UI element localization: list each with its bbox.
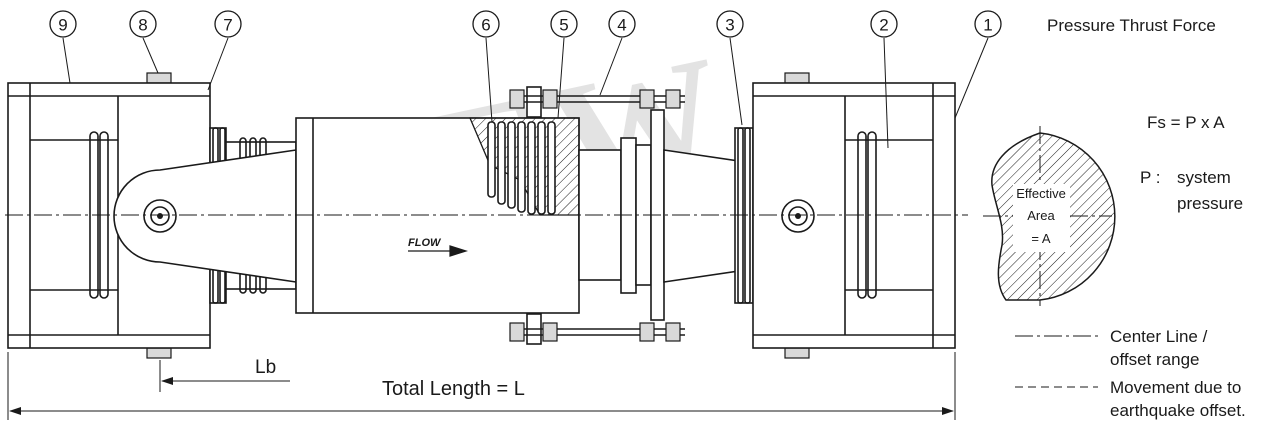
callout-4: 4 — [599, 10, 636, 96]
left-hinge-arm — [113, 149, 297, 283]
left-top-nut — [146, 72, 172, 84]
legend-title: Pressure Thrust Force — [1047, 16, 1216, 35]
legend-centerline-entry: Center Line / offset range — [1015, 327, 1208, 369]
callout-9-number: 9 — [58, 16, 67, 35]
legend-movement-line1: Movement due to — [1110, 378, 1241, 397]
area-label-1: Effective — [1016, 186, 1066, 201]
callout-1-number: 1 — [983, 16, 992, 35]
callout-2-number: 2 — [879, 16, 888, 35]
callout-3-number: 3 — [725, 16, 734, 35]
callout-2: 2 — [870, 10, 898, 149]
legend-movement-line2: earthquake offset. — [1110, 401, 1246, 420]
inner-bellows — [487, 121, 556, 215]
callout-1: 1 — [954, 10, 1002, 119]
right-top-nut — [784, 72, 810, 84]
callout-3: 3 — [716, 10, 744, 126]
flow-label: FLOW — [408, 237, 442, 249]
legend-centerline-line2: offset range — [1110, 350, 1199, 369]
callout-8-number: 8 — [138, 16, 147, 35]
lb-label: Lb — [255, 357, 276, 378]
callout-6-number: 6 — [481, 16, 490, 35]
legend-p-line1: system — [1177, 168, 1231, 187]
dimension-total-length: Total Length = L — [7, 352, 956, 420]
tie-rod-bottom — [509, 322, 685, 342]
legend-formula: Fs = P x A — [1147, 113, 1225, 132]
area-label-2: Area — [1027, 208, 1055, 223]
callout-6: 6 — [472, 10, 500, 123]
callout-7: 7 — [207, 10, 242, 91]
legend-panel: Pressure Thrust Force Fs = P x A P : sys… — [983, 16, 1246, 420]
total-length-label: Total Length = L — [382, 378, 525, 400]
callout-7-number: 7 — [223, 16, 232, 35]
dimension-lb: Lb — [159, 357, 290, 392]
legend-p-prefix: P : — [1140, 168, 1160, 187]
effective-area-figure: Effective Area = A — [983, 126, 1116, 306]
tie-rod-top — [509, 89, 685, 109]
flow-indicator: FLOW — [408, 237, 469, 257]
callout-9: 9 — [49, 10, 77, 84]
right-bottom-nut — [784, 347, 810, 359]
legend-p-line2: pressure — [1177, 194, 1243, 213]
callout-4-number: 4 — [617, 16, 626, 35]
area-label-3: = A — [1031, 231, 1050, 246]
legend-movement-entry: Movement due to earthquake offset. — [1015, 378, 1246, 420]
callout-8: 8 — [129, 10, 159, 74]
callout-5-number: 5 — [559, 16, 568, 35]
left-bottom-nut — [146, 347, 172, 359]
legend-centerline-line1: Center Line / — [1110, 327, 1208, 346]
callout-5: 5 — [550, 10, 578, 119]
